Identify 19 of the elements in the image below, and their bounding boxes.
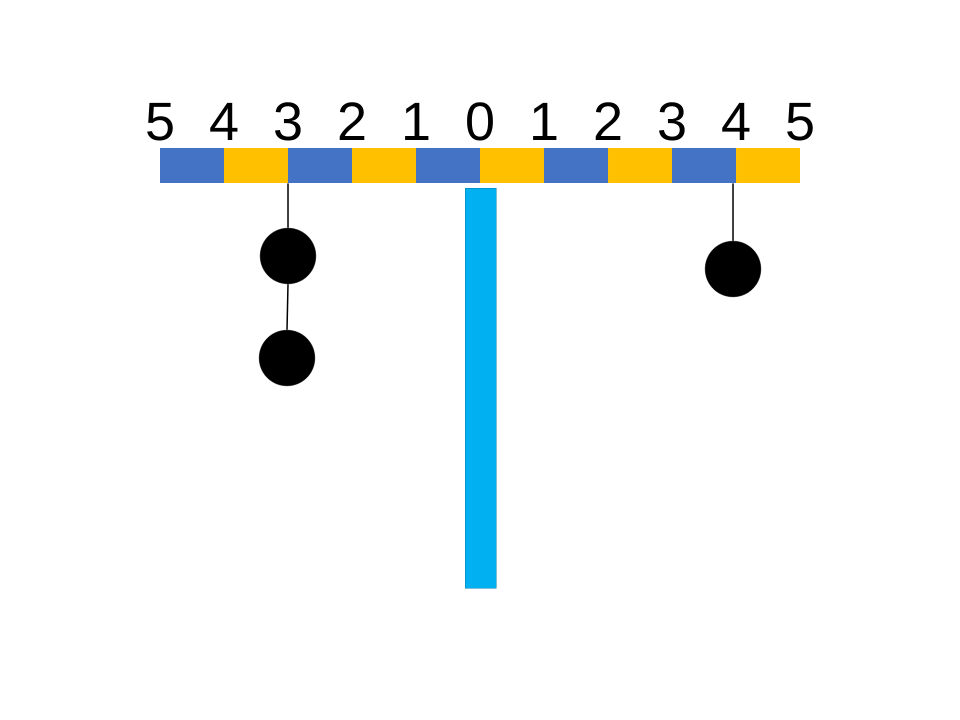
hanging-string	[287, 183, 289, 228]
weight-ball	[704, 240, 762, 298]
scale-number: 0	[467, 102, 493, 141]
scale-number: 5	[787, 102, 813, 141]
scale-number: 3	[275, 102, 301, 141]
support-post	[465, 188, 496, 588]
weight-ball	[260, 228, 316, 284]
scale-number: 2	[596, 102, 620, 140]
scale-number: 1	[533, 102, 556, 140]
scale-number: 4	[722, 102, 750, 140]
hanging-string	[286, 284, 289, 330]
scale-number: 4	[210, 102, 238, 140]
weight-ball	[258, 330, 316, 386]
scale-number: 5	[147, 102, 173, 141]
scale-number: 2	[340, 102, 364, 140]
hanging-string	[732, 183, 734, 241]
beam	[160, 148, 800, 183]
scale-number: 3	[659, 102, 685, 141]
scale-number: 1	[405, 102, 428, 140]
